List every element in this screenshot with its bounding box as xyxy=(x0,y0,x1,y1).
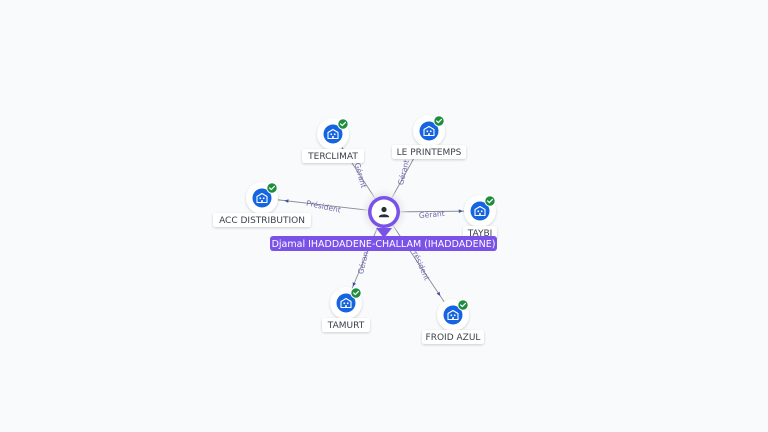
building-icon xyxy=(474,205,486,217)
company-node-froid-azul[interactable]: FROID AZUL xyxy=(422,299,484,344)
company-node-terclimat[interactable]: TERCLIMAT xyxy=(302,118,364,163)
center-person-node[interactable]: Djamal IHADDADENE-CHALLAM (IHADDADENE) xyxy=(270,188,497,251)
edge-label-froid-azul: Président xyxy=(409,246,431,282)
check-badge-icon xyxy=(337,118,349,130)
check-badge-icon xyxy=(484,195,496,207)
company-label-box xyxy=(422,330,484,344)
person-icon xyxy=(378,206,390,218)
company-label-box xyxy=(302,149,364,163)
edge-label-le-printemps: Gérant xyxy=(396,159,411,186)
edge-arrow-tamurt xyxy=(352,282,357,287)
company-node-le-printemps[interactable]: LE PRINTEMPS xyxy=(392,115,466,159)
check-badge-icon xyxy=(433,115,445,127)
edge-label-taybi: Gérant xyxy=(419,209,446,220)
company-label-box xyxy=(392,145,466,159)
company-label-box xyxy=(322,318,370,332)
company-name-terclimat: TERCLIMAT xyxy=(307,152,358,162)
building-icon xyxy=(447,309,459,321)
edge-arrow-acc-distribution xyxy=(284,199,289,203)
edge-label-tamurt: Gérant xyxy=(356,248,371,275)
edge-label-acc-distribution: Président xyxy=(305,199,341,215)
edge-arrow-taybi xyxy=(458,209,463,214)
building-icon xyxy=(327,128,339,140)
company-name-taybi: TAYBI xyxy=(467,229,493,239)
company-name-tamurt: TAMURT xyxy=(327,321,365,331)
check-badge-icon xyxy=(266,182,278,194)
company-node-taybi[interactable]: TAYBI xyxy=(463,195,497,240)
center-person-name: Djamal IHADDADENE-CHALLAM (IHADDADENE) xyxy=(272,239,496,250)
center-label-box xyxy=(270,236,497,251)
building-icon xyxy=(340,297,352,309)
company-name-acc-distribution: ACC DISTRIBUTION xyxy=(219,216,305,226)
nodes-layer: TERCLIMAT LE PRINTEMPS ACC DISTRIBUTION TAY… xyxy=(213,115,497,344)
company-label-box xyxy=(213,213,311,227)
center-pin-tip xyxy=(376,228,392,238)
check-badge-icon xyxy=(457,299,469,311)
building-icon xyxy=(423,125,435,137)
company-name-le-printemps: LE PRINTEMPS xyxy=(397,148,462,158)
building-icon xyxy=(256,192,268,204)
company-node-tamurt[interactable]: TAMURT xyxy=(322,287,370,332)
check-badge-icon xyxy=(350,287,362,299)
company-node-acc-distribution[interactable]: ACC DISTRIBUTION xyxy=(213,182,311,227)
edge-arrow-froid-azul xyxy=(436,291,441,297)
edge-label-terclimat: Gérant xyxy=(353,162,369,189)
company-name-froid-azul: FROID AZUL xyxy=(426,333,481,343)
